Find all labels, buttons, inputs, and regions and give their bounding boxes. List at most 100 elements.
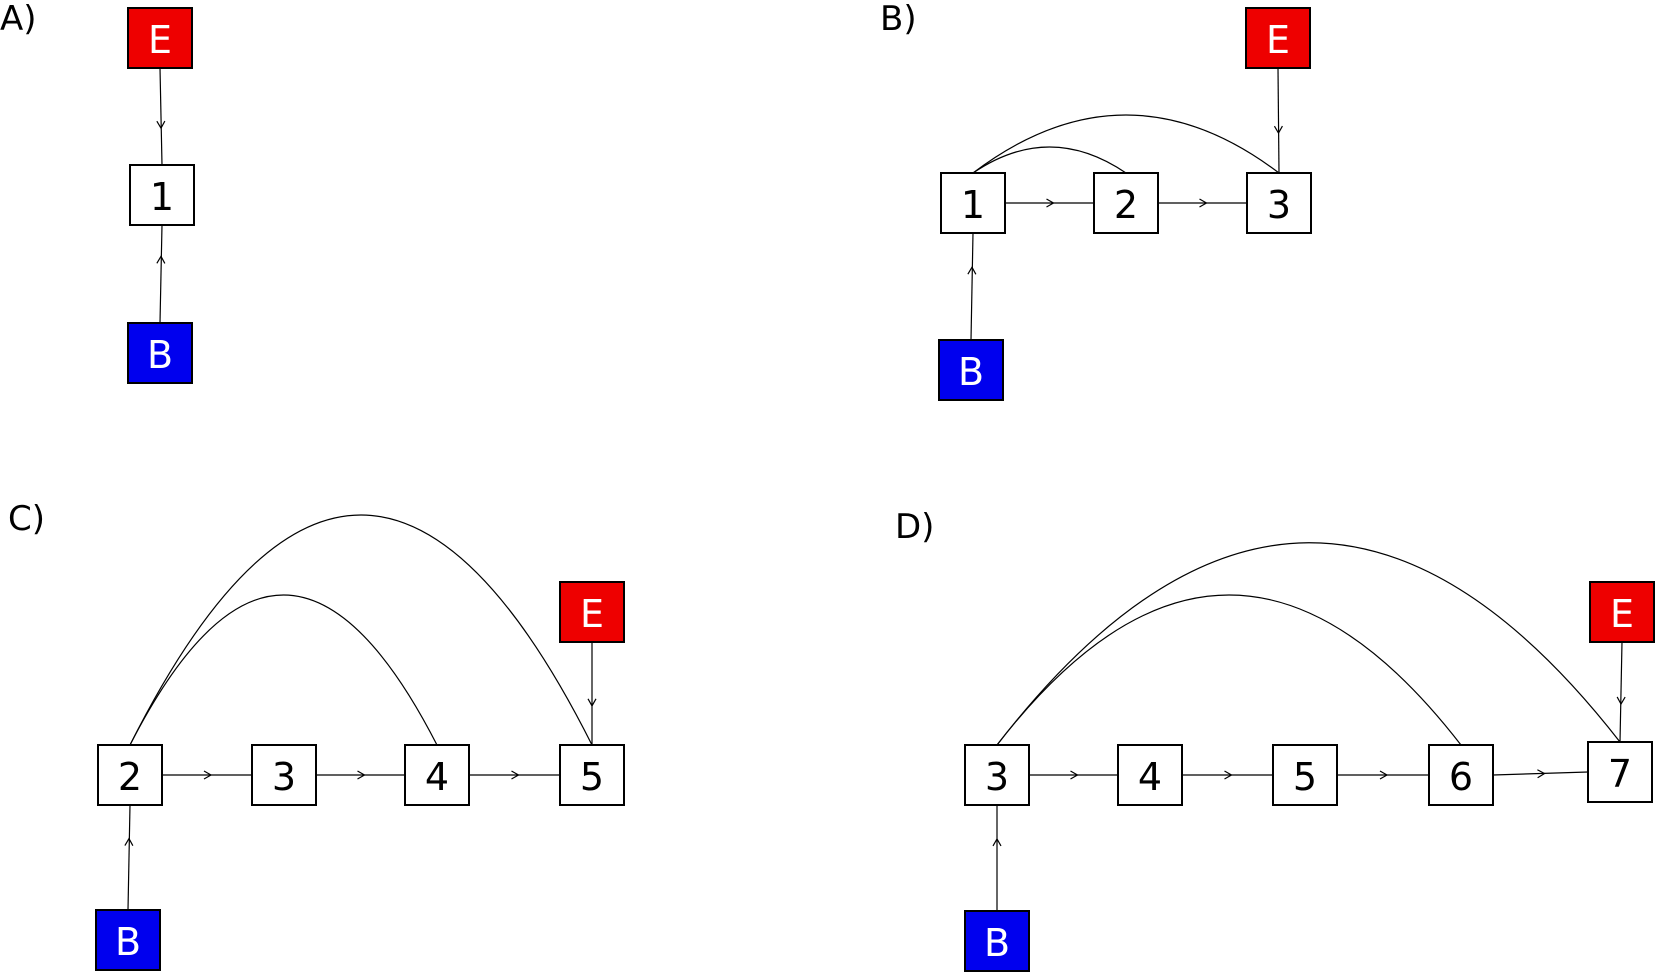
panel-c: C) E 2 3 4 5B: [8, 499, 625, 971]
node-box: [940, 172, 1006, 234]
node-label: 4: [1138, 755, 1162, 799]
node-label: B: [958, 350, 984, 394]
end-node: E: [1245, 7, 1311, 69]
node-3: 3: [964, 744, 1030, 806]
arrowhead-n4-n5: [1224, 770, 1233, 780]
panel-b: B) E 1 2 3B: [880, 0, 1312, 401]
node-box: [97, 744, 163, 806]
node-box: [1246, 172, 1312, 234]
arrowhead-n4-n5: [511, 770, 520, 780]
node-label: 6: [1449, 755, 1473, 799]
node-label: 4: [425, 755, 449, 799]
node-label: B: [115, 920, 141, 964]
arrowhead-B-n1: [156, 255, 166, 264]
arrowhead-n2-n3: [1199, 198, 1208, 208]
arrowhead-n1-n2: [1046, 198, 1055, 208]
node-label: 1: [961, 183, 985, 227]
arc-edge-n2-n5: [129, 514, 593, 746]
node-label: 3: [985, 755, 1009, 799]
edge-E-n7: [1619, 641, 1623, 743]
node-3: 3: [1246, 172, 1312, 234]
node-label: 2: [118, 755, 142, 799]
arrowhead-n6-n7: [1537, 769, 1546, 779]
node-label: 7: [1608, 752, 1632, 796]
arc-edge-n3-n7: [996, 542, 1621, 746]
begin-node: B: [938, 339, 1004, 401]
node-box: [938, 339, 1004, 401]
node-label: E: [148, 18, 172, 62]
node-label: E: [580, 592, 604, 636]
node-box: [127, 322, 193, 384]
node-box: [1272, 744, 1338, 806]
node-box: [1587, 741, 1653, 803]
panel-label: A): [0, 0, 37, 39]
node-5: 5: [559, 744, 625, 806]
begin-node: B: [964, 910, 1030, 972]
end-node: E: [127, 7, 193, 69]
node-1: 1: [940, 172, 1006, 234]
arc-edge-n1-n3: [972, 114, 1280, 174]
arc-edge-n2-n4: [129, 594, 438, 746]
node-label: B: [147, 333, 173, 377]
node-box: [95, 909, 161, 971]
arc-edge-n1-n2: [972, 146, 1127, 174]
node-label: 5: [580, 755, 604, 799]
node-label: 3: [272, 755, 296, 799]
node-4: 4: [404, 744, 470, 806]
edge-B-n1: [159, 224, 163, 324]
node-label: 2: [1114, 183, 1138, 227]
arrowhead-E-n1: [156, 120, 166, 130]
node-box: [1589, 581, 1655, 643]
arrowhead-n5-n6: [1379, 770, 1389, 780]
node-5: 5: [1272, 744, 1338, 806]
begin-node: B: [127, 322, 193, 384]
arrowhead-n3-n4: [357, 770, 366, 780]
arrowhead-B-n2: [124, 837, 134, 846]
node-1: 1: [129, 164, 195, 226]
node-2: 2: [1093, 172, 1159, 234]
node-box: [559, 744, 625, 806]
node-box: [964, 910, 1030, 972]
node-label: E: [1266, 18, 1290, 62]
panel-a: A) E 1B: [0, 0, 195, 384]
edge-E-n1: [159, 67, 163, 166]
panel-label: C): [8, 499, 45, 539]
node-box: [1428, 744, 1494, 806]
edge-n6-n7: [1492, 771, 1589, 776]
node-6: 6: [1428, 744, 1494, 806]
node-label: B: [984, 921, 1010, 965]
node-box: [404, 744, 470, 806]
node-4: 4: [1117, 744, 1183, 806]
arrowhead-E-n3: [1273, 125, 1283, 135]
begin-node: B: [95, 909, 161, 971]
arc-edge-n3-n6: [996, 594, 1462, 746]
panel-label: B): [880, 0, 917, 39]
end-node: E: [1589, 581, 1655, 643]
node-2: 2: [97, 744, 163, 806]
end-node: E: [559, 581, 625, 643]
node-3: 3: [251, 744, 317, 806]
arrowhead-E-n5: [587, 698, 597, 708]
edge-E-n3: [1277, 67, 1280, 174]
arrowhead-B-n3: [992, 837, 1002, 847]
node-box: [127, 7, 193, 69]
edge-B-n2: [127, 804, 131, 911]
arrowhead-n2-n3: [203, 770, 213, 780]
edge-B-n1: [970, 232, 974, 341]
node-box: [129, 164, 195, 226]
node-7: 7: [1587, 741, 1653, 803]
arrowhead-E-n7: [1616, 696, 1626, 706]
node-label: 5: [1293, 755, 1317, 799]
node-box: [1117, 744, 1183, 806]
arrowhead-n3-n4: [1070, 770, 1079, 780]
arrowhead-B-n1: [967, 266, 977, 275]
panel-label: D): [895, 507, 934, 547]
node-label: 3: [1267, 183, 1291, 227]
node-box: [251, 744, 317, 806]
node-box: [964, 744, 1030, 806]
node-box: [559, 581, 625, 643]
node-box: [1093, 172, 1159, 234]
node-box: [1245, 7, 1311, 69]
node-label: E: [1610, 592, 1634, 636]
